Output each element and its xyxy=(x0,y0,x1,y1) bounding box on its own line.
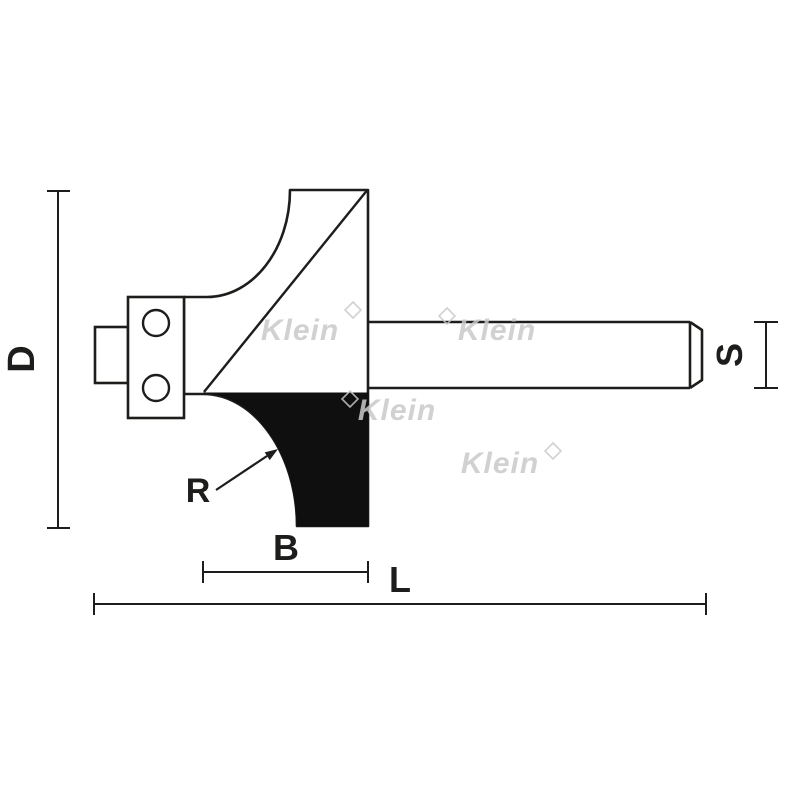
bearing-guide xyxy=(126,295,186,420)
cutter-wing-black xyxy=(202,392,369,527)
radius-arrowhead xyxy=(264,449,278,461)
dim-label-d: D xyxy=(1,345,43,372)
watermarks: Klein Klein Klein Klein xyxy=(261,300,563,480)
watermark-text: Klein xyxy=(261,314,339,347)
dim-label-l: L xyxy=(389,559,411,600)
watermark-text: Klein xyxy=(358,394,436,427)
shank xyxy=(368,320,704,390)
dimension-shank-diameter: S xyxy=(709,321,778,389)
dimension-overall-length: L xyxy=(93,559,707,615)
arbor-stub xyxy=(93,325,130,385)
radius-arrow-line xyxy=(215,455,268,491)
dimension-overall-diameter: D xyxy=(1,190,70,529)
watermark-diamond-icon xyxy=(340,389,360,409)
watermark-diamond-icon xyxy=(543,441,563,461)
watermark-text: Klein xyxy=(461,447,539,480)
dim-label-s: S xyxy=(709,343,750,367)
watermark-diamond-icon xyxy=(343,300,363,320)
flute-face-line xyxy=(203,190,368,393)
dim-label-r: R xyxy=(186,472,211,510)
bearing-ball-bottom xyxy=(141,373,171,403)
watermark-diamond-icon xyxy=(437,306,457,326)
radius-annotation: R xyxy=(186,449,278,510)
dimension-cutting-length: B xyxy=(202,527,369,583)
dim-label-b: B xyxy=(273,527,299,568)
bearing-ball-top xyxy=(141,308,171,338)
watermark-text: Klein xyxy=(458,314,536,347)
